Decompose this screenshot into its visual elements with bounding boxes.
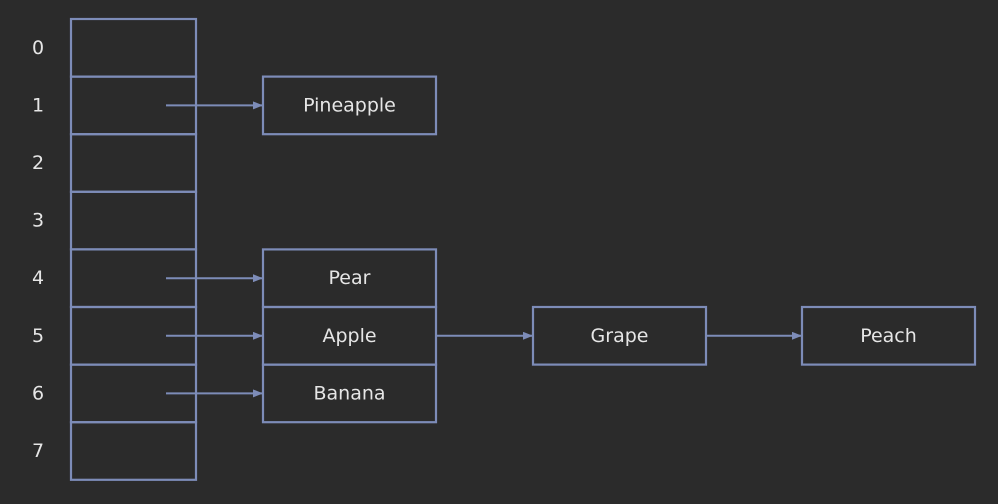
bucket-index-label-5: 5	[32, 325, 44, 347]
bucket-cell-7	[69, 421, 198, 481]
pointer-arrows	[166, 101, 802, 398]
bucket-index-labels: 0 1 2 3 4 5 6 7	[32, 37, 44, 462]
chain-node-grape	[531, 305, 708, 366]
bucket-index-label-3: 3	[32, 210, 44, 232]
chain-node-label-peach: Peach	[860, 325, 917, 347]
bucket-cell-2	[69, 133, 198, 193]
chain-node-label-pear: Pear	[329, 267, 371, 289]
bucket-index-label-0: 0	[32, 37, 44, 59]
chain-node-banana	[261, 363, 438, 424]
bucket-index-label-4: 4	[32, 267, 44, 289]
chain-node-label-banana: Banana	[313, 382, 385, 404]
bucket-index-label-2: 2	[32, 152, 44, 174]
chain-node-label-pineapple: Pineapple	[303, 94, 396, 116]
bucket-cell-3	[69, 190, 198, 251]
chain-node-peach	[800, 305, 977, 366]
bucket-index-label-7: 7	[32, 440, 44, 462]
chain-node-label-apple: Apple	[322, 325, 376, 347]
bucket-array	[69, 17, 198, 481]
chain-node-pineapple	[261, 75, 438, 136]
bucket-index-label-1: 1	[32, 94, 44, 116]
bucket-cell-0	[69, 17, 198, 78]
chain-node-label-grape: Grape	[591, 325, 649, 347]
bucket-index-label-6: 6	[32, 382, 44, 404]
